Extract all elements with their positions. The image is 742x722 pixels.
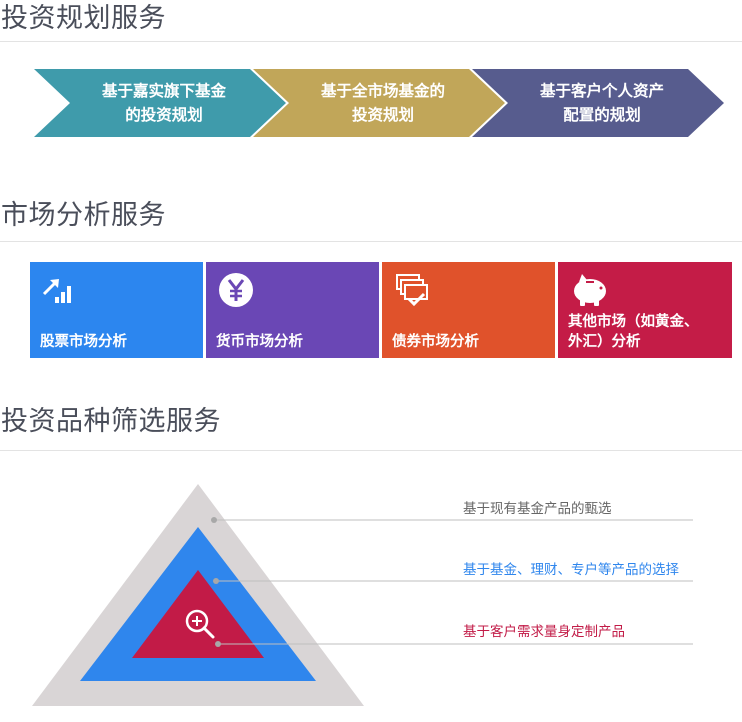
tile-money-market[interactable]: 货币市场分析 — [206, 262, 379, 358]
divider — [0, 241, 742, 242]
tile-label-line-1: 其他市场（如黄金、 — [568, 314, 699, 330]
chevron-shapes — [34, 69, 724, 137]
tile-label-line-2: 外汇）分析 — [568, 334, 641, 350]
planning-step-2[interactable]: 基于全市场基金的投资规划 — [283, 69, 483, 137]
divider — [0, 450, 742, 451]
stacked-documents-check-icon — [396, 274, 428, 307]
tile-label: 债券市场分析 — [392, 334, 479, 350]
tile-other-market[interactable]: 其他市场（如黄金、 外汇）分析 — [558, 262, 732, 358]
yen-coin-icon — [219, 273, 253, 307]
magnifier-plus-icon — [185, 609, 215, 639]
planning-step-3[interactable]: 基于客户个人资产配置的规划 — [502, 69, 702, 137]
pyramid-level-3-label: 基于客户需求量身定制产品 — [463, 624, 625, 640]
step-1-line-2: 的投资规划 — [125, 106, 203, 124]
tile-label: 货币市场分析 — [216, 334, 303, 350]
pyramid-level-inner — [132, 570, 264, 658]
pyramid-graphic — [32, 484, 693, 706]
pyramid-level-1-label: 基于现有基金产品的甄选 — [463, 501, 612, 517]
section-title-planning: 投资规划服务 — [1, 3, 166, 34]
divider — [0, 41, 742, 42]
section-title-market: 市场分析服务 — [1, 200, 166, 231]
chevron-step-3-shape — [472, 69, 724, 137]
chevron-step-2-shape — [253, 69, 505, 137]
rising-bar-chart-icon — [42, 279, 71, 303]
tile-bond-market[interactable]: 债券市场分析 — [382, 262, 555, 358]
pyramid-leader-lines — [211, 517, 693, 647]
piggy-bank-icon — [574, 274, 606, 306]
step-1-line-1: 基于嘉实旗下基金 — [101, 82, 226, 100]
chevron-step-1-shape — [34, 69, 286, 137]
planning-step-1[interactable]: 基于嘉实旗下基金的投资规划 — [64, 69, 264, 137]
step-3-line-2: 配置的规划 — [563, 106, 641, 124]
tile-label: 股票市场分析 — [40, 334, 127, 350]
screening-pyramid: 基于现有基金产品的甄选 基于基金、理财、专户等产品的选择 基于客户需求量身定制产… — [0, 470, 742, 722]
step-2-line-2: 投资规划 — [351, 106, 414, 124]
step-2-line-1: 基于全市场基金的 — [320, 82, 445, 100]
tile-stock-market[interactable]: 股票市场分析 — [30, 262, 203, 358]
step-3-line-1: 基于客户个人资产 — [539, 82, 664, 100]
tile-label: 其他市场（如黄金、 外汇）分析 — [568, 312, 728, 352]
market-tiles: 股票市场分析 货币市场分析 债券市场分析 其他市场（如黄 — [30, 262, 732, 358]
pyramid-level-2-label: 基于基金、理财、专户等产品的选择 — [463, 562, 679, 578]
section-title-screening: 投资品种筛选服务 — [1, 406, 221, 437]
planning-steps: 基于嘉实旗下基金的投资规划 基于全市场基金的投资规划 基于客户个人资产配置的规划 — [34, 69, 724, 137]
